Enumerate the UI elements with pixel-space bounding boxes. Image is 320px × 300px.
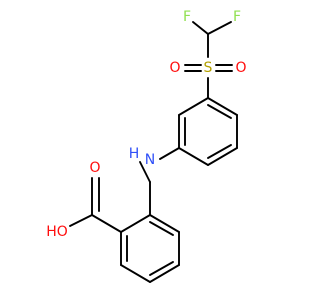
ring2-double-3 <box>149 221 174 236</box>
ring2-bond-2 <box>120 214 151 233</box>
ring1-bond-3 <box>207 147 238 166</box>
fluorine-atom-label: F <box>233 9 241 25</box>
hydroxyl-atom-label: HO <box>46 224 68 240</box>
ring1-double-1 <box>207 104 232 119</box>
bond-ring1-n <box>159 147 180 160</box>
ring1-bond-1 <box>207 97 238 116</box>
ring1-double-2 <box>207 144 232 159</box>
ring2-bond-7 <box>149 214 180 233</box>
bond-lines <box>69 21 238 283</box>
oxygen-atom-label: O <box>169 60 180 76</box>
ring2-bond-5 <box>149 264 180 283</box>
bond-c-oh <box>69 214 93 227</box>
oxygen-atom-label: O <box>89 160 100 176</box>
atom-labels: F F S O O N H O HO <box>46 9 246 240</box>
bond-n-ring2 <box>139 161 151 183</box>
molecule-structure-diagram: F F S O O N H O HO <box>46 9 247 283</box>
sulfur-atom-label: S <box>204 60 213 76</box>
nitrogen-atom-label: N <box>145 152 155 168</box>
fluorine-atom-label: F <box>183 9 191 25</box>
bond-c-f2 <box>207 21 232 35</box>
bond-c-f1 <box>192 21 209 35</box>
ring1-bond-4 <box>178 147 209 166</box>
bond-ring2-cooh <box>91 214 122 233</box>
ring2-double-2 <box>149 261 174 276</box>
ring1-bond-6 <box>178 97 209 116</box>
ring2-bond-4 <box>120 264 151 283</box>
hydrogen-atom-label: H <box>129 146 140 162</box>
oxygen-atom-label: O <box>235 60 246 76</box>
